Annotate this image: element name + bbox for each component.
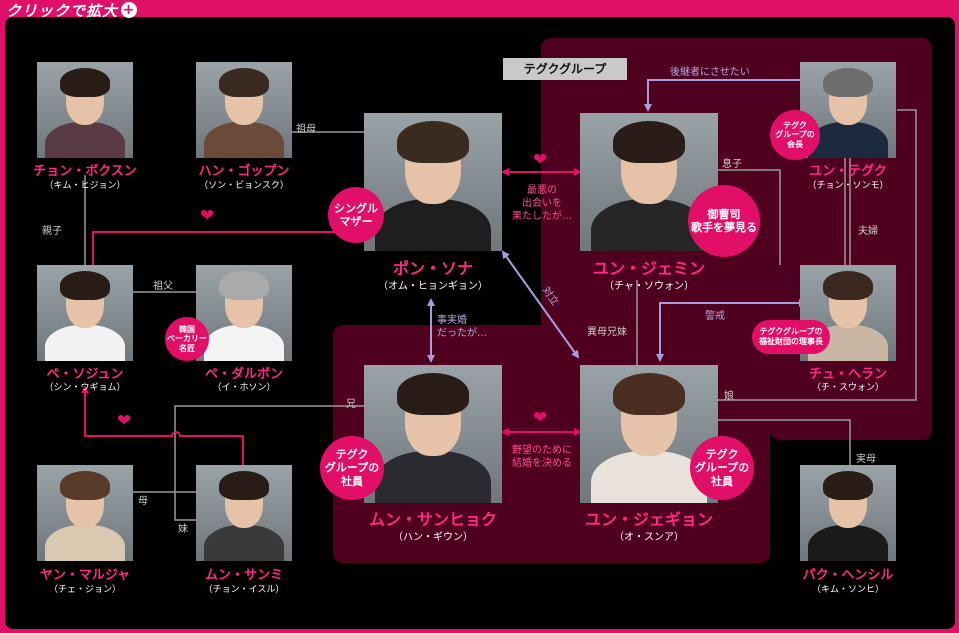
actor-bong: （オム・ヒョンギョン） <box>378 281 488 292</box>
name-sanhyok: ムン・サンヒョク <box>368 510 497 529</box>
badge-tegu-chair: テグク グループの 会長 <box>770 110 820 160</box>
group-label: テグクグループ <box>503 58 627 80</box>
line-park-jegyon <box>718 419 851 465</box>
rel-grandfather: 祖父 <box>153 281 173 292</box>
name-sanmi: ムン・サンミ <box>204 568 283 583</box>
badge-foundation: テグクグループの 福祉財団の理事長 <box>752 320 830 354</box>
name-park: パク・ヘンシル <box>802 568 894 583</box>
photo-dalbon[interactable] <box>196 265 292 361</box>
actor-park: （キム・ソンヒ） <box>811 585 884 595</box>
actor-dalbon: （イ・ホソン） <box>212 383 276 393</box>
photo-sojun[interactable] <box>37 265 133 361</box>
photo-yang[interactable] <box>37 465 133 561</box>
name-jaemin: ユン・ジェミン <box>592 259 705 278</box>
rel-brother: 兄 <box>346 399 356 410</box>
rel-ambition-marriage: 野望のために 結婚を決める <box>512 445 572 469</box>
name-sojun: ペ・ソジュン <box>46 367 124 382</box>
actor-sanmi: （チョン・イスル） <box>203 585 285 595</box>
name-jegyon: ユン・ジェギョン <box>584 510 713 529</box>
actor-sanhyok: （ハン・ギウン） <box>393 532 473 543</box>
zoom-plus-icon: + <box>121 2 138 18</box>
photo-sanhyok[interactable] <box>364 365 502 503</box>
actor-jaemin: （チャ・ソウォン） <box>604 281 694 292</box>
photo-park[interactable] <box>800 465 896 561</box>
rel-real-mother: 実母 <box>856 454 876 465</box>
actor-jegyon: （オ・スンア） <box>614 532 684 543</box>
badge-tegu-chair-text: テグク グループの 会長 <box>775 120 815 149</box>
rel-mother: 母 <box>138 496 148 507</box>
line-tegu-jaemin-successor <box>644 79 800 112</box>
rel-couple: 夫婦 <box>858 226 878 237</box>
heart-icon-bong-jaemin: ❤ <box>533 150 548 170</box>
photo-jaemin[interactable] <box>580 113 718 251</box>
rel-sister: 妹 <box>178 524 188 535</box>
badge-bakery: 韓国 ベーカリー 名匠 <box>165 317 209 361</box>
line-jaemin-tegu <box>717 169 781 265</box>
line-sojun-bong-love <box>92 228 366 265</box>
heart-icon-sanhyok-jegyon: ❤ <box>533 408 548 428</box>
badge-single-mother-text: シングル マザー <box>334 201 378 228</box>
badge-single-mother: シングル マザー <box>328 187 384 243</box>
actor-jeong: （キム・ヒジョン） <box>44 181 126 191</box>
badge-chef-text: 御曹司 歌手を夢見る <box>691 207 757 234</box>
actor-sojun: （シン・ウギョム） <box>44 383 126 393</box>
rel-half-siblings: 異母兄妹 <box>587 327 627 338</box>
rel-parent-child: 親子 <box>42 226 62 237</box>
line-heran-jegyon <box>656 299 807 362</box>
badge-employee-sanhyok-text: テグク グループの 社員 <box>324 448 380 488</box>
rel-son: 息子 <box>722 159 742 170</box>
photo-han[interactable] <box>196 62 292 158</box>
rel-fact-marriage: 事実婚 だったが… <box>437 315 487 339</box>
actor-yang: （チェ・ジョン） <box>48 585 121 595</box>
badge-foundation-text: テグクグループの 福祉財団の理事長 <box>759 327 823 346</box>
line-tegu-jegyon <box>718 109 917 401</box>
actor-han: （ソン・ビョンスク） <box>199 181 289 191</box>
heart-icon-sanmi-sojun: ❤ <box>117 411 132 431</box>
photo-jeong[interactable] <box>37 62 133 158</box>
badge-employee-sanhyok: テグク グループの 社員 <box>320 436 384 500</box>
heart-icon-sojun-bong: ❤ <box>200 206 215 226</box>
line-sanmi-sojun-love <box>81 385 244 465</box>
name-heran: チュ・ヘラン <box>808 367 887 382</box>
photo-jegyon[interactable] <box>580 365 718 503</box>
name-yang: ヤン・マルジャ <box>39 568 131 583</box>
name-jeong: チョン・ボクスン <box>33 164 137 179</box>
badge-employee-jegyon-text: テグク グループの 社員 <box>694 448 750 488</box>
actor-tegu: （チョン・ソンモ） <box>807 181 889 191</box>
rel-daughter: 娘 <box>724 391 734 402</box>
line-sanhyok-sanmi <box>174 405 364 521</box>
rel-wary: 警戒 <box>705 311 725 322</box>
name-dalbon: ペ・ダルボン <box>204 367 283 382</box>
line-bong-jegyon <box>501 250 580 359</box>
rel-grandmother: 祖母 <box>296 124 316 135</box>
zoom-link[interactable]: クリックで拡大 + <box>6 0 138 20</box>
rel-successor: 後継者にさせたい <box>670 67 750 78</box>
name-tegu: ユン・テグク <box>809 164 887 179</box>
name-bong: ポン・ソナ <box>392 259 473 278</box>
photo-sanmi[interactable] <box>196 465 292 561</box>
name-han: ハン・ゴップン <box>198 164 290 179</box>
badge-chef: 御曹司 歌手を夢見る <box>688 185 760 257</box>
zoom-link-label: クリックで拡大 <box>6 1 119 20</box>
badge-bakery-text: 韓国 ベーカリー 名匠 <box>167 324 207 353</box>
badge-employee-jegyon: テグク グループの 社員 <box>690 436 754 500</box>
photo-bong[interactable] <box>364 113 502 251</box>
actor-heran: （チ・スウォン） <box>811 383 884 393</box>
rel-worst-meeting: 最悪の 出会いを 果たしたが… <box>512 185 572 222</box>
